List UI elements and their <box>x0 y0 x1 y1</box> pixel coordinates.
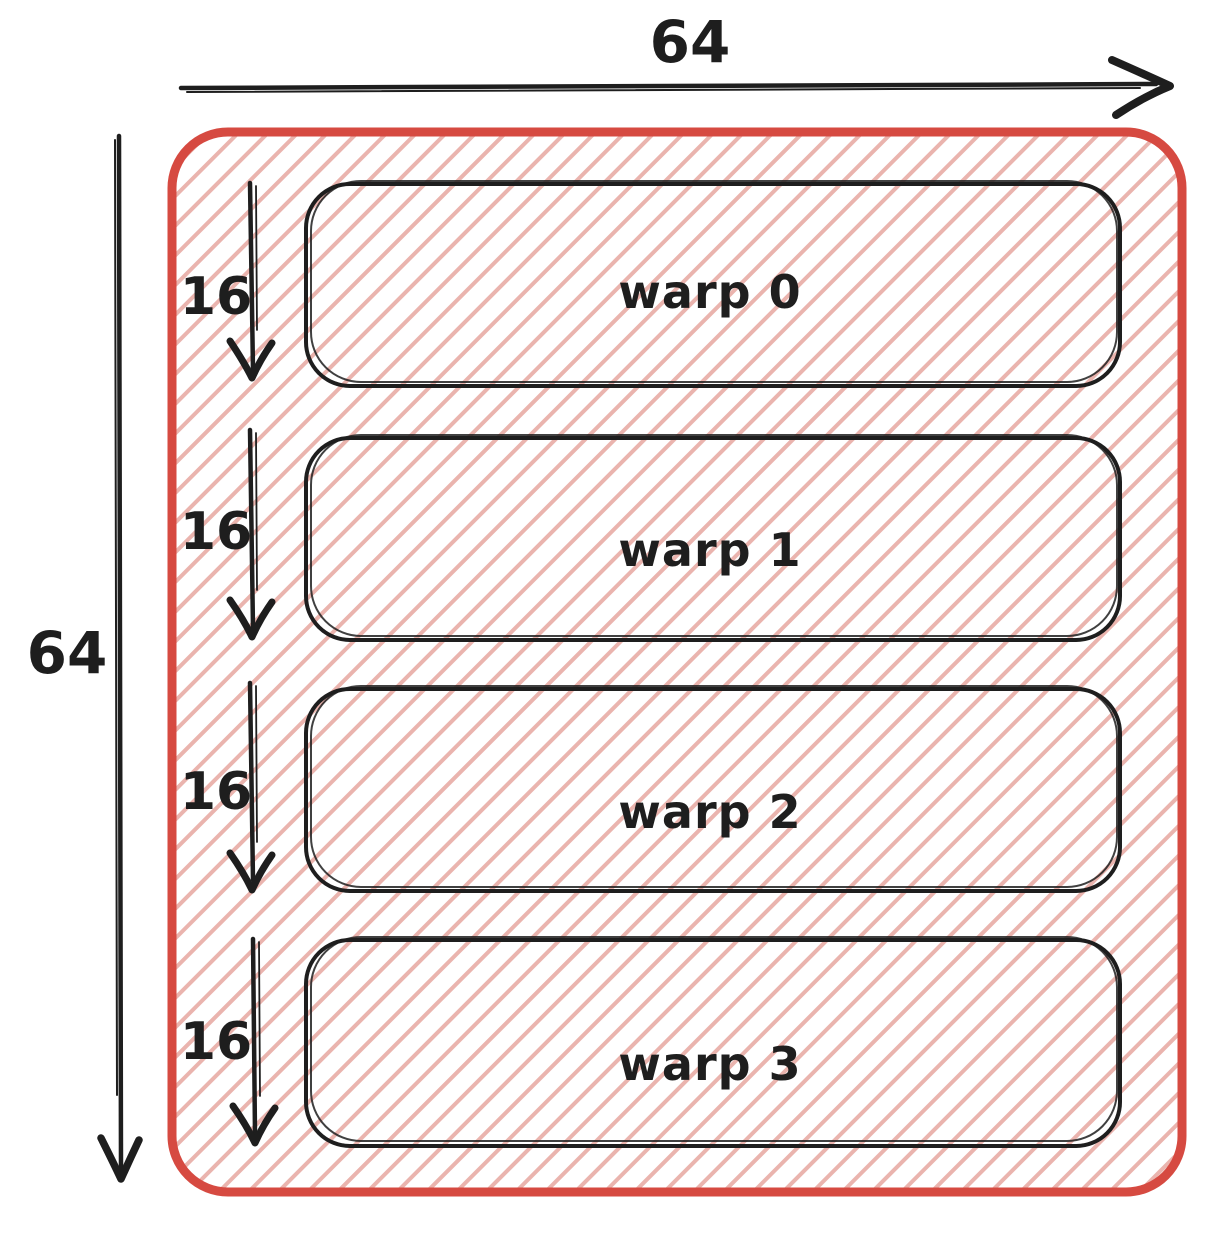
warp-3-label: warp 3 <box>618 1037 801 1091</box>
height-arrow <box>97 133 143 1183</box>
warp-2-box <box>304 687 1122 893</box>
warp-2-height-arrow <box>226 680 276 894</box>
warp-1-height-arrow <box>226 427 276 641</box>
warp-0-height-label: 16 <box>180 267 252 327</box>
warp-2-height-label: 16 <box>180 762 252 822</box>
warp-0-height-arrow <box>226 180 276 382</box>
width-arrow <box>178 56 1174 119</box>
warp-3-height-label: 16 <box>180 1012 252 1072</box>
warp-0-label: warp 0 <box>618 265 801 319</box>
warp-1-box-overdraw <box>310 434 1118 637</box>
width-label: 64 <box>650 8 731 76</box>
warp-3-box <box>304 938 1122 1148</box>
warp-2-label: warp 2 <box>618 785 801 839</box>
warp-1-box <box>304 436 1122 642</box>
tile-64x64 <box>167 127 1187 1197</box>
warp-row-3: warp 3 <box>304 936 1122 1148</box>
warp-1-label: warp 1 <box>618 523 801 577</box>
warp-row-2: warp 2 <box>304 685 1122 893</box>
warp-row-1: warp 1 <box>304 434 1122 642</box>
warp-1-height-label: 16 <box>180 502 252 562</box>
warp-0-box-overdraw <box>310 180 1118 383</box>
warp-3-height-arrow <box>229 936 279 1147</box>
warp-row-0: warp 0 <box>304 180 1122 388</box>
warp-0-box <box>304 182 1122 388</box>
warp-2-box-overdraw <box>310 685 1118 888</box>
height-label: 64 <box>27 619 108 687</box>
warp-3-box-overdraw <box>310 936 1118 1142</box>
